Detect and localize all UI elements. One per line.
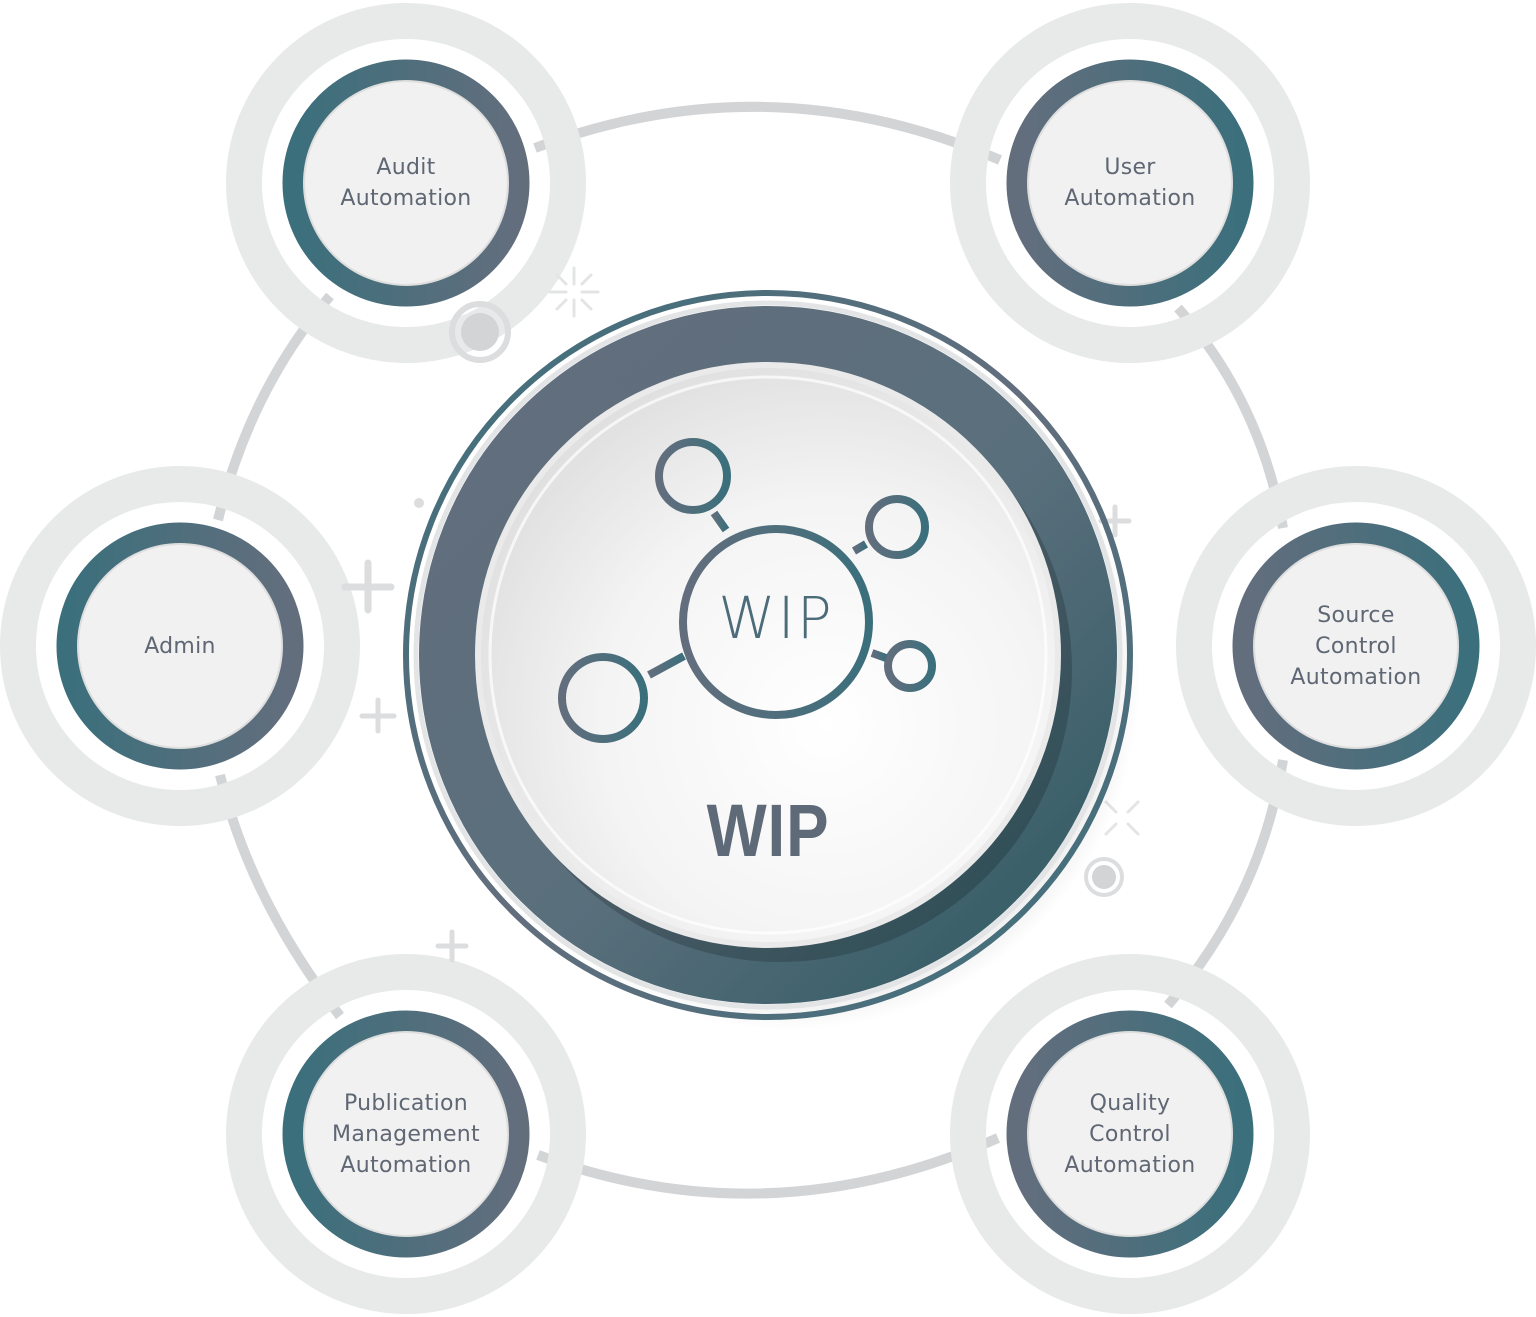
target-dot-icon: [1084, 857, 1124, 897]
node-audit[interactable]: [226, 3, 586, 363]
node-label-line: Source: [1317, 602, 1395, 628]
network-nodes-icon: [558, 438, 936, 743]
node-publication[interactable]: [226, 954, 586, 1314]
node-quality-control[interactable]: [950, 954, 1310, 1314]
node-label-line: Automation: [1064, 1152, 1196, 1178]
node-user[interactable]: [950, 3, 1310, 363]
node-label-line: User: [1104, 155, 1156, 180]
node-admin[interactable]: [0, 466, 360, 826]
dot-icon: [414, 498, 424, 508]
node-label-line: Audit: [376, 155, 436, 180]
target-dot-icon: [449, 301, 511, 363]
node-label-line: Control: [1315, 633, 1397, 659]
node-label-line: Automation: [340, 1152, 472, 1178]
plus-icon: [359, 697, 397, 734]
decorations: [341, 266, 1140, 963]
node-source-control[interactable]: [1176, 466, 1536, 826]
plus-icon: [435, 929, 469, 963]
hub[interactable]: [403, 290, 1140, 1030]
sparkle-icon: [548, 266, 600, 318]
node-label-line: Automation: [1290, 664, 1422, 690]
hub-title: WIP: [706, 789, 830, 872]
plus-icon: [341, 559, 395, 614]
node-label-line: Admin: [144, 633, 216, 659]
node-label-admin[interactable]: Admin: [80, 546, 280, 746]
node-label-line: Publication: [343, 1090, 469, 1116]
node-label-line: Control: [1089, 1121, 1171, 1147]
node-label-line: Automation: [340, 186, 472, 211]
node-label-line: Management: [332, 1121, 480, 1147]
node-label-line: Automation: [1064, 186, 1196, 211]
node-label-line: Quality: [1089, 1090, 1171, 1116]
network-icon-label: WIP: [718, 584, 834, 652]
